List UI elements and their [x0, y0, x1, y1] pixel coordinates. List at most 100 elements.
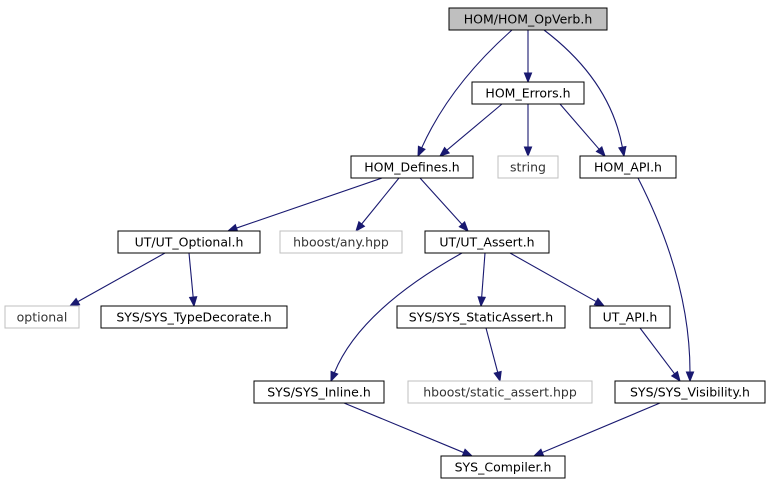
edge-errors-to-homapi [559, 103, 606, 158]
node-static_assert_hpp[interactable]: hboost/static_assert.hpp [407, 380, 593, 404]
node-label: UT_API.h [603, 310, 658, 325]
node-label: UT/UT_Assert.h [439, 235, 534, 250]
edge-homapi-to-visibility [637, 177, 695, 383]
node-box [614, 380, 766, 404]
edge-line [485, 327, 499, 373]
node-typedecorate[interactable]: SYS/SYS_TypeDecorate.h [100, 305, 288, 329]
edge-errors-to-string [523, 104, 533, 158]
node-inline[interactable]: SYS/SYS_Inline.h [253, 380, 385, 404]
arrowhead [618, 145, 627, 158]
node-assert[interactable]: UT/UT_Assert.h [424, 230, 550, 254]
node-label: SYS_Compiler.h [455, 460, 552, 475]
edge-assert-to-utapi [509, 252, 606, 307]
edge-line [559, 103, 600, 150]
node-box [579, 155, 677, 179]
node-box [497, 155, 559, 179]
arrowhead [461, 448, 474, 457]
edge-line [637, 177, 691, 373]
arrowhead [523, 72, 533, 84]
node-label: string [510, 160, 546, 175]
node-compiler[interactable]: SYS_Compiler.h [440, 455, 566, 479]
arrowhead [355, 220, 366, 233]
arrowhead [417, 145, 426, 158]
edge-line [639, 327, 676, 375]
edges-layer [68, 29, 695, 457]
edge-errors-to-defines [438, 103, 503, 157]
edge-line [542, 402, 661, 454]
node-string[interactable]: string [497, 155, 559, 179]
node-box [407, 380, 593, 404]
edge-defines-to-assert [419, 177, 469, 232]
node-box [4, 305, 80, 329]
node-optional[interactable]: optional [4, 305, 80, 329]
edge-line [361, 177, 400, 225]
node-errors[interactable]: HOM_Errors.h [471, 81, 585, 105]
node-box [440, 455, 566, 479]
node-box [117, 230, 261, 254]
edge-line [77, 252, 166, 303]
edge-line [188, 252, 194, 298]
node-box [279, 230, 403, 254]
node-label: HOM_API.h [594, 160, 662, 175]
edge-inline-to-compiler [343, 402, 474, 457]
nodes-layer: HOM/HOM_OpVerb.hHOM_Errors.hHOM_Defines.… [4, 7, 766, 479]
node-root[interactable]: HOM/HOM_OpVerb.h [448, 7, 608, 31]
node-defines[interactable]: HOM_Defines.h [350, 155, 474, 179]
edge-root-to-homapi [543, 29, 627, 158]
node-box [350, 155, 474, 179]
edge-optional_h-to-optional [68, 252, 166, 307]
arrowhead [226, 223, 239, 233]
edge-line [421, 29, 513, 149]
arrowhead [593, 297, 606, 307]
arrowhead [670, 370, 681, 383]
edge-visibility-to-compiler [532, 402, 661, 457]
node-homapi[interactable]: HOM_API.h [579, 155, 677, 179]
node-label: SYS/SYS_TypeDecorate.h [116, 310, 271, 325]
node-label: HOM_Defines.h [364, 160, 459, 175]
edge-line [333, 252, 463, 373]
node-label: optional [17, 310, 68, 325]
edge-assert-to-inline [330, 252, 463, 383]
node-box [471, 81, 585, 105]
arrowhead [595, 145, 606, 158]
node-staticassert[interactable]: SYS/SYS_StaticAssert.h [396, 305, 566, 329]
edge-line [446, 103, 503, 151]
edge-utapi-to-visibility [639, 327, 681, 383]
node-box [100, 305, 288, 329]
node-label: HOM/HOM_OpVerb.h [464, 12, 593, 27]
node-label: hboost/any.hpp [293, 235, 389, 250]
node-box [589, 305, 671, 329]
node-box [396, 305, 566, 329]
edge-assert-to-staticassert [477, 252, 487, 308]
node-label: SYS/SYS_StaticAssert.h [409, 310, 553, 325]
node-box [253, 380, 385, 404]
node-anyhpp[interactable]: hboost/any.hpp [279, 230, 403, 254]
arrowhead [523, 146, 533, 158]
node-label: hboost/static_assert.hpp [423, 385, 577, 400]
arrowhead [493, 370, 502, 383]
node-utapi[interactable]: UT_API.h [589, 305, 671, 329]
edge-line [481, 252, 486, 298]
arrowhead [188, 296, 198, 308]
arrowhead [458, 221, 469, 232]
edge-root-to-errors [523, 30, 533, 84]
arrowhead [532, 448, 545, 457]
node-visibility[interactable]: SYS/SYS_Visibility.h [614, 380, 766, 404]
edge-line [419, 177, 463, 225]
node-optional_h[interactable]: UT/UT_Optional.h [117, 230, 261, 254]
edge-optional_h-to-typedecorate [188, 252, 198, 308]
node-box [448, 7, 608, 31]
arrowhead [68, 297, 81, 307]
edge-staticassert-to-static_assert_hpp [485, 327, 502, 383]
node-label: SYS/SYS_Visibility.h [630, 385, 750, 400]
node-label: UT/UT_Optional.h [135, 235, 244, 250]
node-label: SYS/SYS_Inline.h [267, 385, 371, 400]
edge-line [343, 402, 464, 454]
node-box [424, 230, 550, 254]
edge-root-to-defines [417, 29, 513, 158]
edge-line [236, 177, 383, 229]
node-label: HOM_Errors.h [485, 86, 570, 101]
edge-line [509, 252, 597, 303]
arrowhead [477, 296, 487, 308]
